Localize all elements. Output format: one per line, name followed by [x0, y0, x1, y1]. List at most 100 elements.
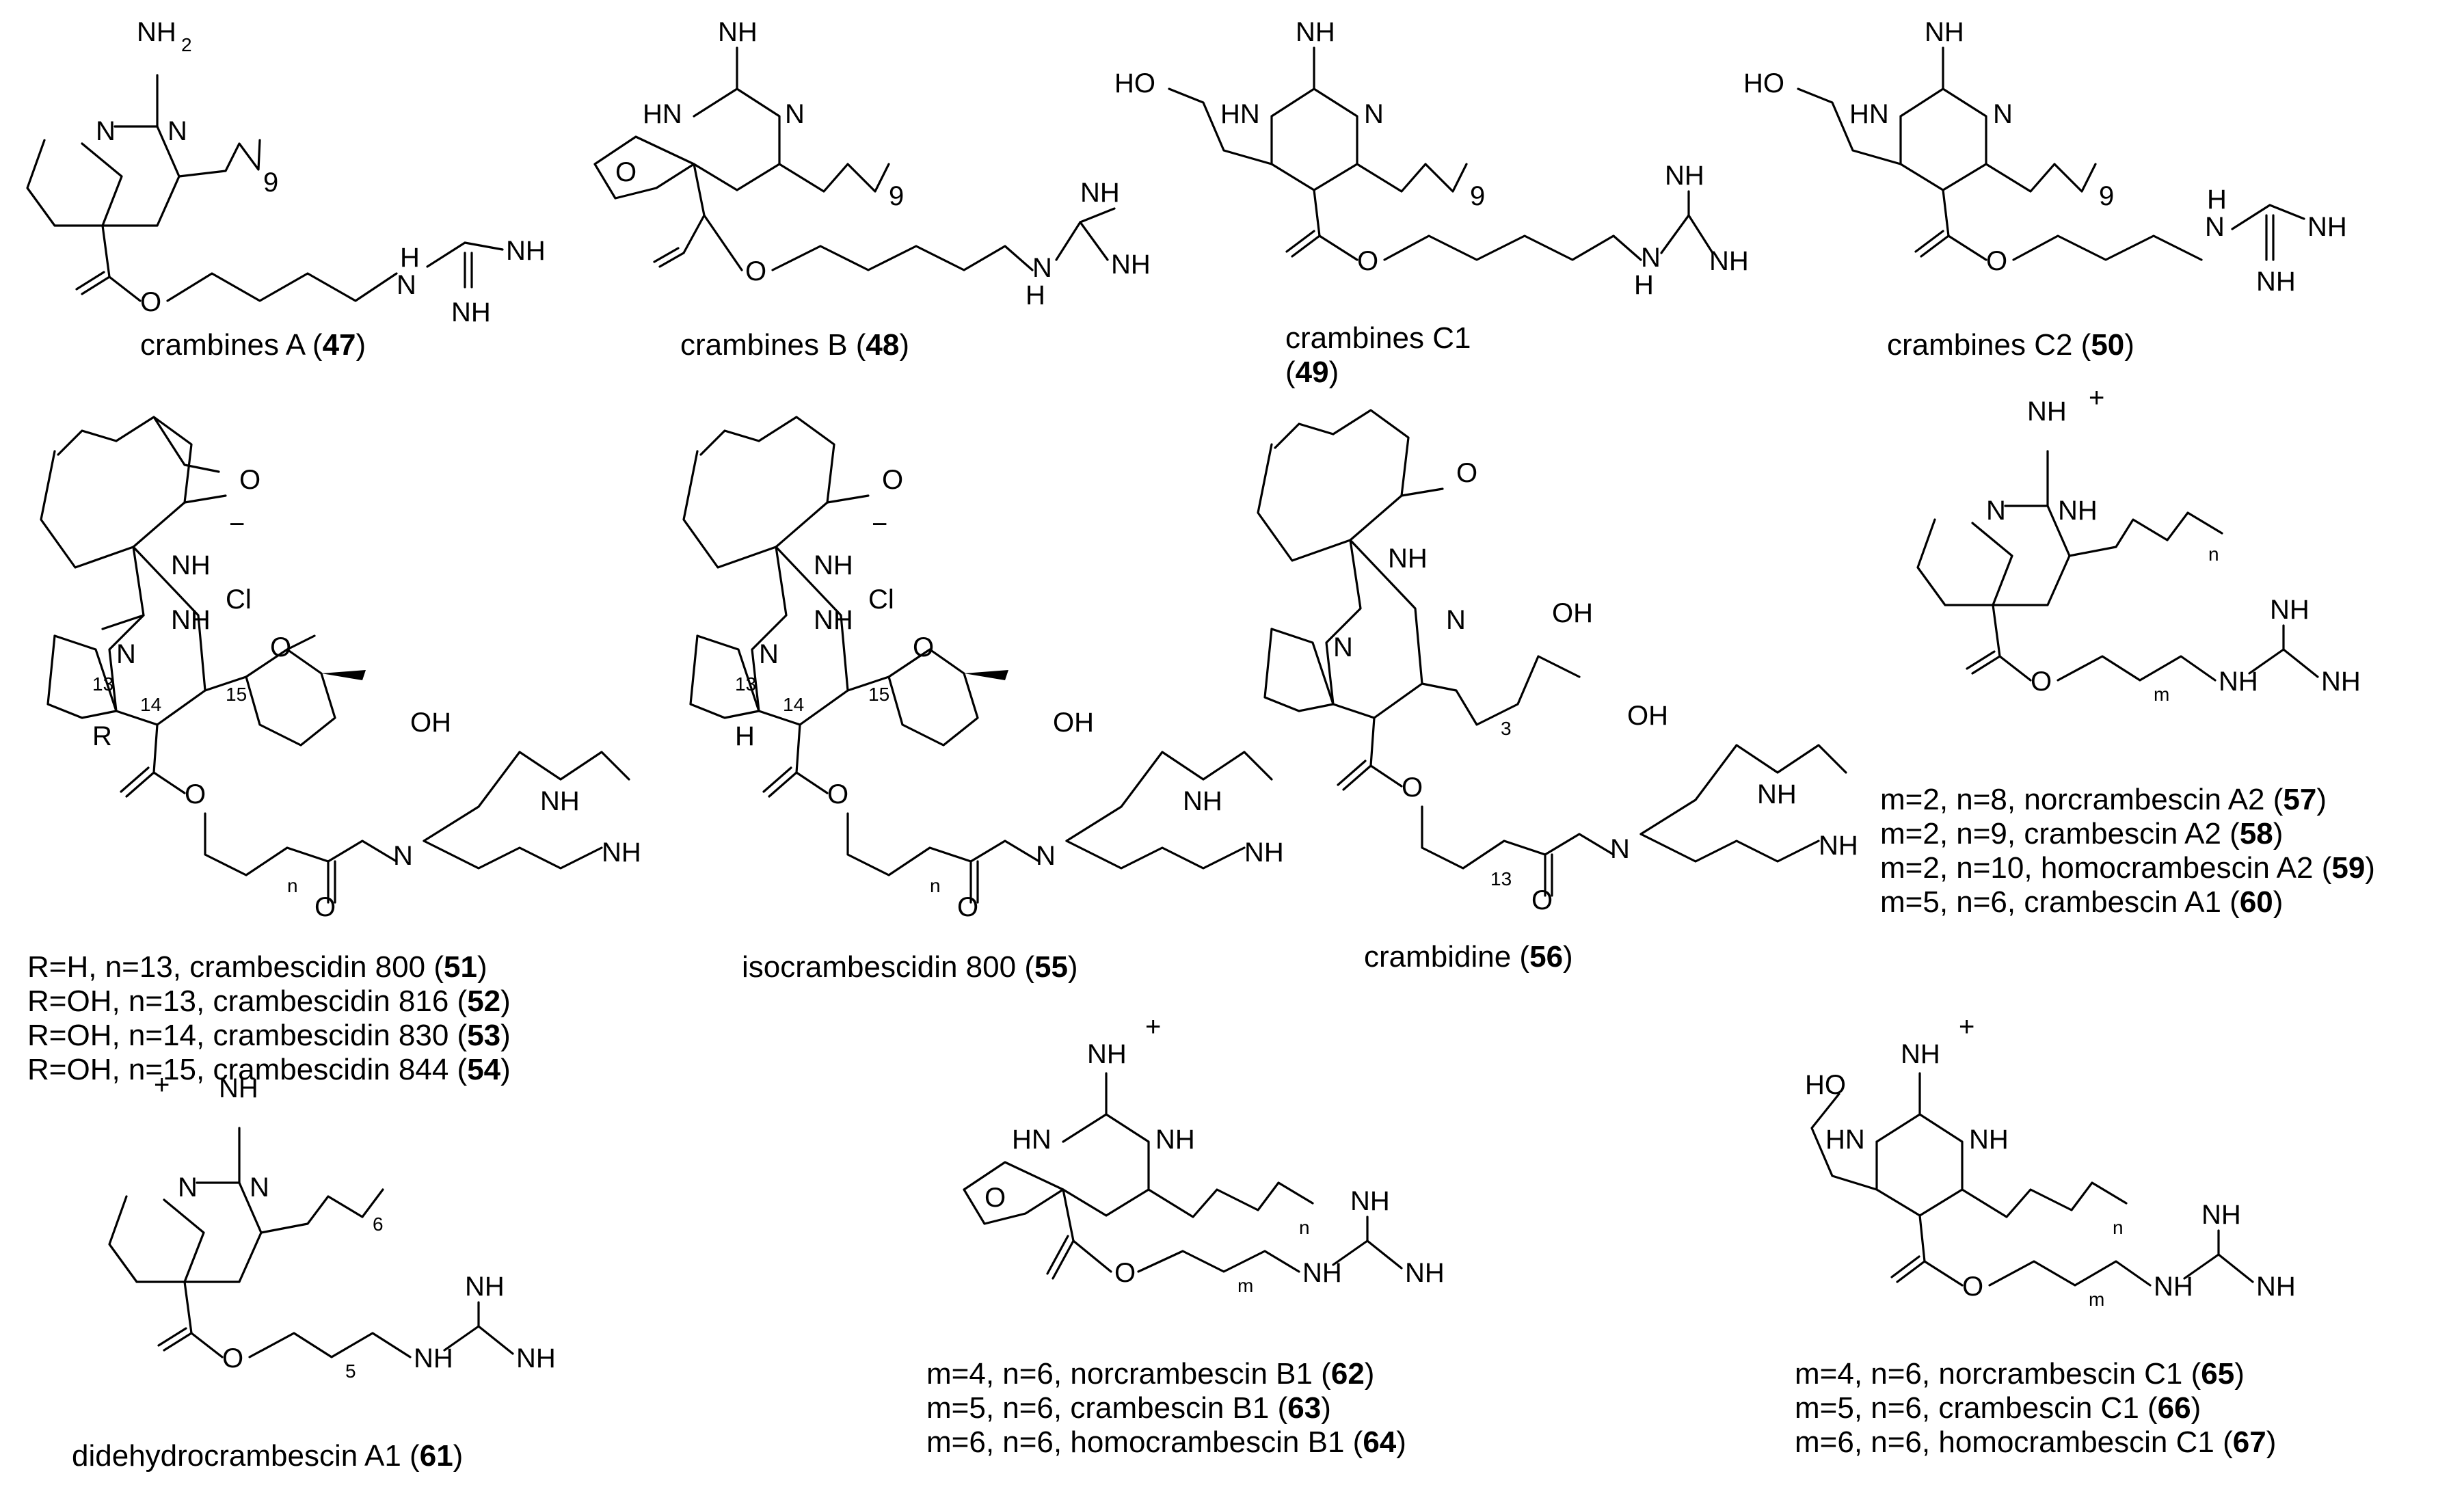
atom-label-o: O [745, 256, 766, 286]
bond [703, 214, 743, 271]
atom-label-n: N [250, 1172, 269, 1203]
caption-text: m=2, n=10, homocrambescin A2 ( [1880, 851, 2332, 885]
atom-label-text: 2 [181, 34, 192, 55]
bond [1988, 1260, 2152, 1287]
caption-63: m=5, n=6, crambescin B1 (63) [926, 1391, 1406, 1425]
bond [178, 139, 261, 178]
bond [846, 812, 1041, 876]
caption-text: crambines C1 [1285, 321, 1471, 355]
atom-label-n: N [178, 1172, 198, 1203]
compound-number: 61 [419, 1439, 453, 1473]
compound-number: 63 [1287, 1391, 1322, 1425]
atom-label-nh2: NH [1901, 1039, 1940, 1069]
atom-label-oh: OH [1552, 598, 1593, 628]
bond [1971, 655, 2001, 675]
caption-text: isocrambescidin 800 ( [742, 950, 1034, 984]
atom-label-o: O [2031, 667, 2052, 697]
atom-label-nh2: NH [1819, 831, 1858, 861]
atom-label-h: H [400, 243, 420, 273]
bond [751, 546, 849, 726]
bond [1337, 760, 1367, 786]
atom-label-nh2: NH [1296, 17, 1335, 47]
atom-label-n: N [1364, 99, 1384, 129]
atom-label-n: N [1446, 605, 1466, 635]
caption-55: isocrambescidin 800 (55) [742, 950, 1078, 984]
atom-label-plus: + [154, 1070, 170, 1100]
atom-label-nh2: NH [506, 236, 546, 266]
bond [2057, 655, 2217, 682]
bond [108, 276, 142, 302]
bond [81, 276, 111, 295]
compound-number: 66 [2157, 1391, 2191, 1425]
bond [1899, 88, 1987, 191]
atom-label-n: N [96, 116, 116, 146]
structure-56: O NH N N OH 3 O N OH NH NH O 13 [1257, 409, 1858, 915]
structure-55: O NH − Cl NH N H 13 14 15 O O N OH NH NH… [682, 416, 1284, 922]
compound-number: 59 [2331, 851, 2366, 885]
compound-number: 56 [1529, 940, 1564, 974]
caption-text: ) [899, 328, 910, 362]
bond [2268, 204, 2305, 220]
atom-label-r: R [92, 721, 112, 751]
bond [778, 163, 890, 193]
caption-text: (49) [1285, 356, 1471, 390]
caption-text: ) [1563, 940, 1573, 974]
atom-label-nh: NH [2154, 1272, 2193, 1302]
structure-62-64: NH + HN NH O n O m NH NH NH [963, 1012, 1445, 1296]
atom-label-n: N [397, 270, 416, 300]
caption-60: m=5, n=6, crambescin A1 (60) [1880, 885, 2375, 920]
atom-label-o: O [1402, 773, 1423, 803]
bond [183, 494, 227, 504]
caption-text: didehydrocrambescin A1 ( [72, 1439, 420, 1473]
bond [1065, 840, 1246, 870]
compound-number: 60 [2239, 885, 2273, 919]
atom-label-n: N [1333, 632, 1353, 662]
bond [108, 1195, 205, 1283]
bond [696, 634, 760, 712]
caption-text: crambines B ( [680, 328, 866, 362]
bond [653, 247, 680, 263]
atom-label-loc13: 13 [92, 673, 113, 695]
atom-label-n: N [785, 99, 805, 129]
atom-label-loc13: 13 [735, 673, 756, 695]
wedge-bond [321, 670, 366, 680]
atom-label-plus: + [2089, 383, 2104, 413]
bond [593, 135, 695, 200]
bond [1947, 234, 1987, 261]
bond [682, 214, 706, 254]
caption-text: crambidine ( [1364, 940, 1530, 974]
caption-text: ) [500, 1053, 511, 1086]
atom-label-o: O [239, 465, 260, 495]
caption-text: R=OH, n=13, crambescidin 816 ( [27, 984, 468, 1018]
caption-57: m=2, n=8, norcrambescin A2 (57) [1880, 783, 2375, 817]
wedge-bond [964, 670, 1008, 680]
bond [1257, 409, 1410, 562]
atom-label-nh: NH [814, 605, 853, 635]
atom-label-n: N [1993, 99, 2013, 129]
atom-label-sub5: 5 [345, 1360, 356, 1382]
caption-text: crambines C2 ( [1887, 328, 2091, 362]
atom-label-nh: NH [2201, 1200, 2241, 1230]
caption-text: ) [356, 328, 366, 362]
bond [1961, 1181, 2128, 1218]
caption-53: R=OH, n=14, crambescidin 830 (53) [27, 1019, 511, 1053]
caption-text: m=5, n=6, crambescin C1 ( [1795, 1391, 2158, 1425]
bond [693, 88, 781, 191]
atom-label-nh: NH [2219, 667, 2258, 697]
compound-number: 49 [1295, 356, 1329, 389]
bond [1065, 751, 1273, 842]
bond [204, 812, 398, 876]
caption-52: R=OH, n=13, crambescidin 816 (52) [27, 984, 511, 1019]
bond [1055, 221, 1082, 261]
atom-label-nh2: NH [1709, 246, 1749, 276]
bond [157, 1327, 187, 1347]
caption-text: m=4, n=6, norcrambescin C1 ( [1795, 1357, 2201, 1391]
structure-57-60: NH + N NH n O m NH NH NH [1916, 383, 2361, 705]
caption-text: ) [500, 984, 511, 1018]
atom-label-h: H [1634, 270, 1654, 300]
atom-label-ho: HO [1805, 1070, 1846, 1100]
bond [1914, 230, 1944, 253]
caption-51: R=H, n=13, crambescidin 800 (51) [27, 950, 511, 984]
compound-number: 50 [2091, 328, 2125, 362]
atom-label-h: H [1026, 280, 1045, 310]
